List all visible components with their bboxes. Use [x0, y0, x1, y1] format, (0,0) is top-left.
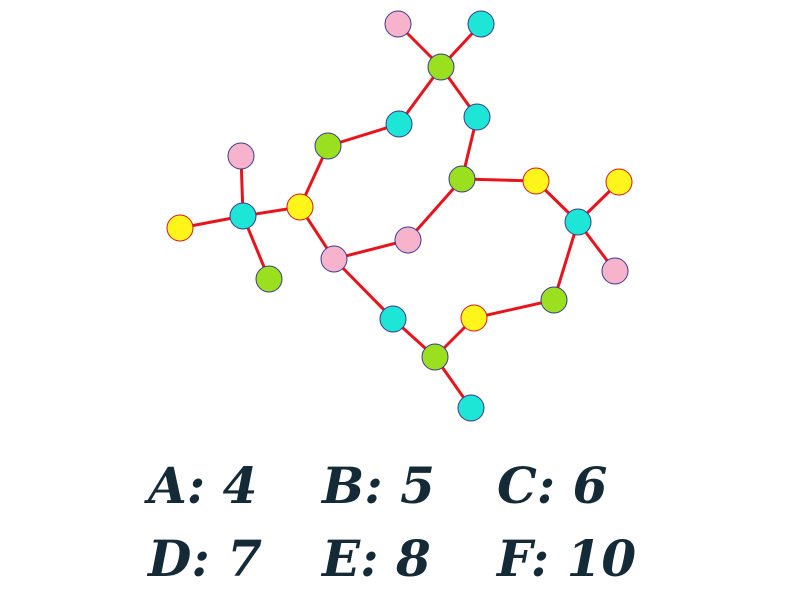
node-green	[427, 53, 455, 81]
node-yellow	[286, 193, 314, 221]
edge-n19-n18	[472, 298, 556, 320]
node-pink	[601, 257, 629, 285]
option-c: C: 6	[497, 456, 607, 515]
graph-nodes	[166, 10, 633, 422]
node-cyan	[385, 110, 413, 138]
node-cyan	[564, 208, 592, 236]
option-f: F: 10	[495, 529, 636, 588]
option-b: B: 5	[320, 456, 435, 515]
node-yellow	[166, 214, 194, 242]
node-pink	[227, 142, 255, 170]
node-cyan	[229, 202, 257, 230]
node-pink	[384, 10, 412, 38]
node-yellow	[605, 168, 633, 196]
edge-n16-n18	[552, 220, 580, 302]
node-yellow	[522, 167, 550, 195]
node-green	[255, 265, 283, 293]
node-pink	[320, 245, 348, 273]
edge-n13-n20	[332, 257, 395, 321]
option-a: A: 4	[144, 456, 257, 515]
node-cyan	[463, 103, 491, 131]
node-pink	[394, 226, 422, 254]
node-green	[421, 343, 449, 371]
node-green	[314, 132, 342, 160]
option-d: D: 7	[146, 529, 262, 588]
node-green	[448, 165, 476, 193]
node-cyan	[379, 305, 407, 333]
node-cyan	[467, 10, 495, 38]
option-e: E: 8	[320, 529, 431, 588]
node-yellow	[460, 304, 488, 332]
node-cyan	[457, 394, 485, 422]
answer-options: A: 4 B: 5 C: 6 D: 7 E: 8 F: 10	[144, 456, 636, 588]
edge-n14-n9	[406, 177, 464, 242]
node-green	[540, 286, 568, 314]
